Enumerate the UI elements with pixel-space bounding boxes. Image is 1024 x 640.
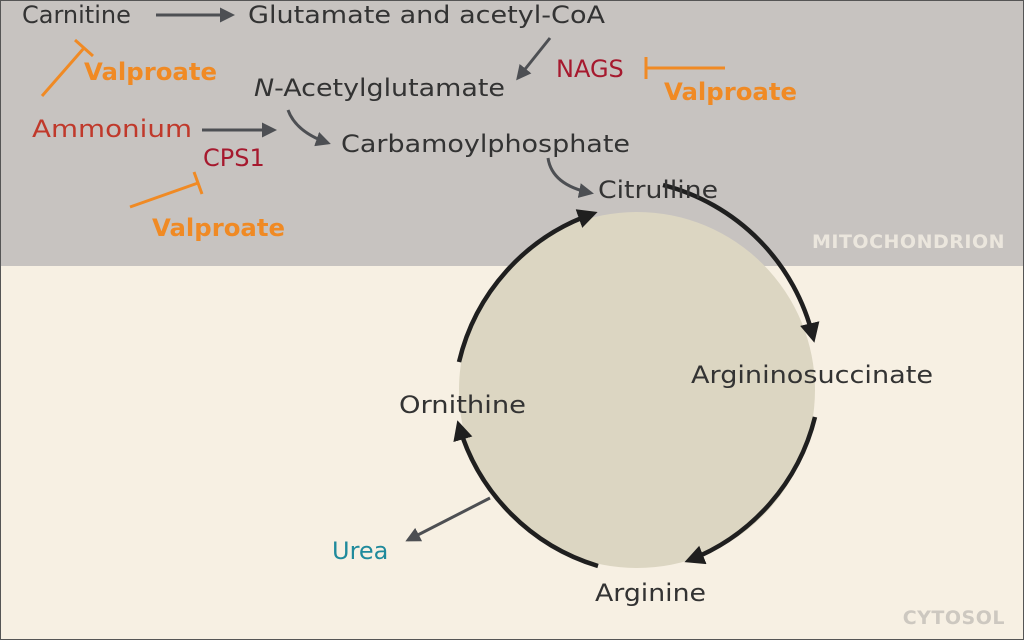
label-argininosuccinate: Argininosuccinate (691, 361, 933, 389)
inhibition-valproate-carnitine (40, 38, 94, 97)
label-citrulline: Citrulline (598, 176, 718, 204)
cycle-arrow-ornithine-to-citrulline (456, 209, 598, 363)
arrow-n-acetylglutamate-to-carbamoylphosphate (286, 109, 331, 147)
label-ammonium: Ammonium (32, 115, 192, 143)
label-urea: Urea (332, 537, 388, 565)
label-glutamate-acetyl-coa: Glutamate and acetyl-CoA (248, 1, 606, 29)
label-cytosol: CYTOSOL (903, 607, 1005, 629)
label-arginine: Arginine (595, 579, 706, 607)
arrow-carbamoylphosphate-to-citrulline (546, 157, 594, 198)
arrow-ornithine-to-urea (405, 496, 491, 542)
cycle-arrow-citrulline-to-argininosuccinate (662, 182, 820, 343)
label-ornithine: Ornithine (399, 391, 526, 419)
inhibition-valproate-cps1 (129, 171, 204, 209)
label-valproate-cps1: Valproate (152, 214, 285, 242)
urea-cycle-disc (459, 212, 815, 568)
label-n-acetylglutamate: N-Acetylglutamate (254, 74, 505, 102)
label-valproate-nags: Valproate (664, 78, 797, 106)
label-valproate-carnitine: Valproate (84, 58, 217, 86)
mitochondrion-region (0, 0, 1024, 266)
label-mitochondrion: MITOCHONDRION (812, 231, 1005, 253)
label-n-acetylglutamate-prefix: N (254, 74, 274, 102)
cycle-arrow-arginine-to-ornithine (453, 420, 599, 569)
arrow-glutamate-to-n-acetylglutamate (516, 37, 552, 81)
inhibition-valproate-nags (644, 57, 725, 79)
label-carnitine: Carnitine (22, 1, 131, 29)
label-cps1: CPS1 (203, 144, 265, 172)
label-n-acetylglutamate-rest: -Acetylglutamate (274, 74, 505, 102)
cycle-arrow-argininosuccinate-to-arginine (684, 416, 818, 565)
label-nags: NAGS (556, 55, 624, 83)
label-carbamoylphosphate: Carbamoylphosphate (341, 130, 630, 158)
